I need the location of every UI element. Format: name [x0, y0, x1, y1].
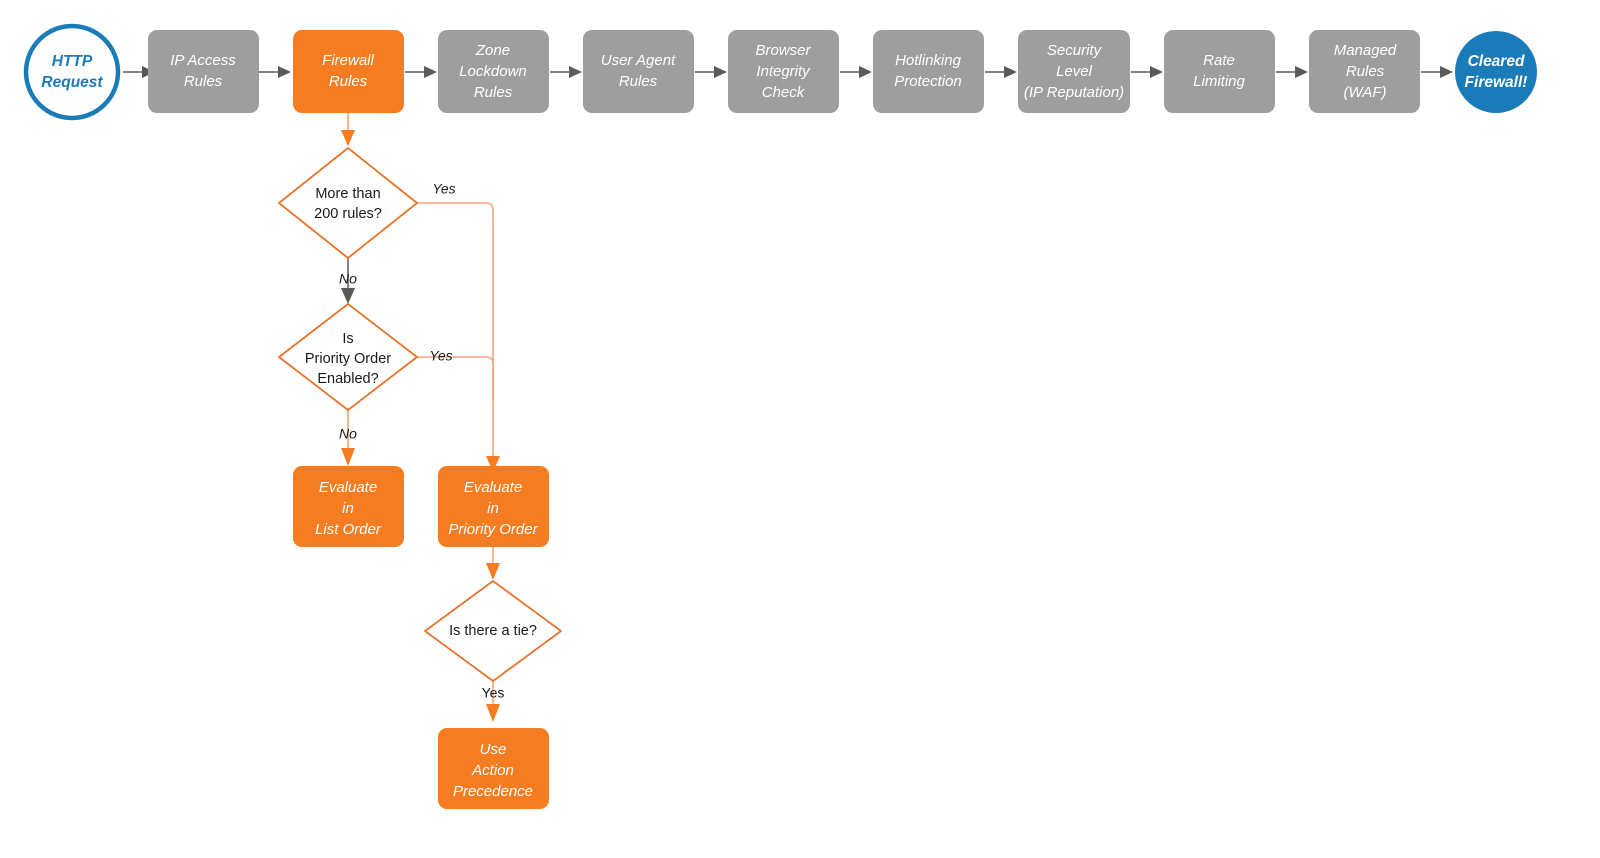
- node-ip-access-rules-line-2: Rules: [184, 73, 223, 90]
- connector-firewall-to-decision1: [341, 111, 355, 146]
- connector-user-agent-to-browser-integrity: [695, 66, 727, 78]
- node-hotlinking-protection[interactable]: Hotlinking Protection: [873, 30, 984, 113]
- node-security-level-line-1: Security: [1047, 42, 1103, 59]
- node-cleared-firewall[interactable]: Cleared Firewall!: [1455, 31, 1537, 113]
- connector-decision2-yes: [417, 356, 494, 400]
- connector-security-level-to-rate-limiting: [1131, 66, 1163, 78]
- node-rate-limiting-line-2: Limiting: [1193, 73, 1245, 90]
- connector-decision1-yes: [417, 202, 500, 472]
- edge-label-decision1-no: No: [339, 271, 357, 287]
- connector-decision3-yes: [486, 681, 500, 722]
- node-evaluate-in-priority-order-line-3: Priority Order: [448, 521, 538, 538]
- branch-connectors: [341, 111, 500, 722]
- node-http-request-line-1: HTTP: [52, 53, 93, 70]
- node-security-level-line-2: Level: [1056, 63, 1093, 80]
- connector-firewall-to-zone-lockdown: [405, 66, 437, 78]
- node-use-action-precedence-line-2: Action: [471, 762, 514, 779]
- node-browser-integrity-check[interactable]: Browser Integrity Check: [728, 30, 839, 113]
- node-security-level-line-3: (IP Reputation): [1024, 84, 1124, 101]
- node-managed-rules-waf-line-2: Rules: [1346, 63, 1385, 80]
- node-managed-rules-waf-line-3: (WAF): [1343, 84, 1386, 101]
- node-ip-access-rules[interactable]: IP Access Rules: [148, 30, 259, 113]
- edge-labels: Yes No Yes No Yes: [339, 181, 504, 701]
- node-use-action-precedence-line-3: Precedence: [453, 783, 533, 800]
- node-firewall-rules-line-2: Rules: [329, 73, 368, 90]
- node-zone-lockdown-rules-line-1: Zone: [475, 42, 510, 59]
- node-evaluate-in-list-order-line-3: List Order: [315, 521, 382, 538]
- connector-ip-access-to-firewall: [259, 66, 291, 78]
- node-security-level[interactable]: Security Level (IP Reputation): [1018, 30, 1130, 113]
- node-managed-rules-waf-line-1: Managed: [1334, 42, 1397, 59]
- node-hotlinking-protection-line-2: Protection: [894, 73, 962, 90]
- decision-is-there-a-tie-line-1: Is there a tie?: [449, 623, 537, 639]
- decision-more-than-200-rules-line-2: 200 rules?: [314, 206, 382, 222]
- connector-zone-lockdown-to-user-agent: [550, 66, 582, 78]
- node-decision-more-than-200-rules[interactable]: More than 200 rules?: [278, 147, 418, 259]
- connector-rate-limiting-to-managed-rules: [1276, 66, 1308, 78]
- node-use-action-precedence[interactable]: Use Action Precedence: [438, 728, 549, 809]
- node-zone-lockdown-rules[interactable]: Zone Lockdown Rules: [438, 30, 549, 113]
- node-evaluate-in-priority-order[interactable]: Evaluate in Priority Order: [438, 466, 549, 547]
- node-evaluate-in-list-order-line-1: Evaluate: [319, 479, 377, 496]
- node-evaluate-in-priority-order-line-2: in: [487, 500, 499, 517]
- node-browser-integrity-check-line-1: Browser: [755, 42, 811, 59]
- connector-browser-integrity-to-hotlinking: [840, 66, 872, 78]
- node-zone-lockdown-rules-line-2: Lockdown: [459, 63, 527, 80]
- node-cleared-firewall-line-1: Cleared: [1468, 53, 1525, 70]
- node-decision-is-there-a-tie[interactable]: Is there a tie?: [424, 580, 562, 682]
- decision-is-priority-order-enabled-line-2: Priority Order: [305, 351, 391, 367]
- node-evaluate-in-priority-order-line-1: Evaluate: [464, 479, 522, 496]
- node-evaluate-in-list-order[interactable]: Evaluate in List Order: [293, 466, 404, 547]
- node-firewall-rules[interactable]: Firewall Rules: [293, 30, 404, 113]
- decision-is-priority-order-enabled-line-3: Enabled?: [317, 371, 378, 387]
- node-zone-lockdown-rules-line-3: Rules: [474, 84, 513, 101]
- node-use-action-precedence-line-1: Use: [480, 741, 507, 758]
- node-browser-integrity-check-line-3: Check: [762, 84, 806, 101]
- node-rate-limiting-line-1: Rate: [1203, 52, 1235, 69]
- pipeline-connectors: [123, 66, 1453, 78]
- connector-managed-rules-to-cleared: [1421, 66, 1453, 78]
- node-user-agent-rules-line-2: Rules: [619, 73, 658, 90]
- connector-priority-order-to-decision3: [486, 547, 500, 580]
- node-ip-access-rules-line-1: IP Access: [170, 52, 236, 69]
- decision-more-than-200-rules-line-1: More than: [315, 186, 380, 202]
- edge-label-decision2-yes: Yes: [429, 348, 452, 364]
- node-hotlinking-protection-line-1: Hotlinking: [895, 52, 962, 69]
- node-http-request-line-2: Request: [41, 74, 103, 91]
- node-user-agent-rules-line-1: User Agent: [601, 52, 676, 69]
- node-managed-rules-waf[interactable]: Managed Rules (WAF): [1309, 30, 1420, 113]
- node-firewall-rules-line-1: Firewall: [322, 52, 374, 69]
- decision-is-priority-order-enabled-line-1: Is: [342, 331, 353, 347]
- edge-label-decision2-no: No: [339, 426, 357, 442]
- node-evaluate-in-list-order-line-2: in: [342, 500, 354, 517]
- node-http-request[interactable]: HTTP Request: [23, 23, 121, 121]
- node-decision-is-priority-order-enabled[interactable]: Is Priority Order Enabled?: [278, 303, 418, 411]
- edge-label-decision3-yes: Yes: [482, 685, 505, 701]
- node-rate-limiting[interactable]: Rate Limiting: [1164, 30, 1275, 113]
- node-browser-integrity-check-line-2: Integrity: [756, 63, 811, 80]
- node-cleared-firewall-line-2: Firewall!: [1465, 74, 1528, 91]
- connector-hotlinking-to-security-level: [985, 66, 1017, 78]
- node-user-agent-rules[interactable]: User Agent Rules: [583, 30, 694, 113]
- edge-label-decision1-yes: Yes: [432, 181, 455, 197]
